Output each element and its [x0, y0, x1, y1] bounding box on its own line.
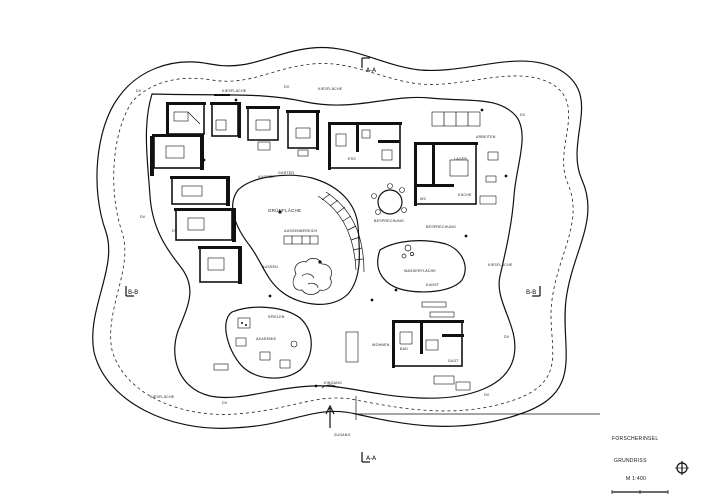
label-arbeiten: ARBEITEN [476, 135, 496, 139]
label-gast: GAST [448, 359, 459, 363]
unit-block-3 [246, 106, 280, 151]
title-project: FORSCHERINSEL [612, 436, 658, 442]
label-kiesflaeche-left: KIESFLÄCHE [150, 395, 175, 399]
svg-text:A-A: A-A [366, 455, 377, 462]
label-kunst: KUNST [426, 283, 440, 287]
island-outline [92, 46, 589, 429]
unit-block-8 [198, 246, 242, 284]
svg-text:B-B: B-B [526, 289, 536, 296]
label-kiesflaeche-top: KIESFLÄCHE [318, 87, 343, 91]
label-kiesflaeche-ne: KIESFLÄCHE [222, 89, 247, 93]
section-mark-bottom: A-A [361, 452, 377, 463]
service-block [328, 122, 402, 170]
label-besprechung: BESPRECHUNG [374, 219, 404, 223]
unit-block-6 [170, 176, 230, 206]
meeting-table [371, 183, 407, 215]
level-mark: DV [284, 85, 290, 89]
section-mark-top: A-A [361, 57, 377, 74]
columns [202, 98, 508, 388]
unit-block-7 [174, 208, 236, 242]
level-mark: DV [504, 335, 510, 339]
label-aussen-2: AUSSEN [258, 175, 274, 179]
label-lager: LAGER [454, 157, 467, 161]
level-mark: DV [484, 393, 490, 397]
label-garten: GARTEN [278, 171, 294, 175]
label-spielen: SPIELEN [268, 315, 285, 319]
play-area [225, 306, 312, 379]
level-mark: DV [520, 113, 526, 117]
section-mark-left: B-B [125, 286, 138, 297]
lower-right-block [345, 320, 471, 391]
unit-block-4 [286, 110, 320, 157]
label-wohnen: WOHNEN [372, 343, 390, 347]
building-inner-outline [145, 93, 523, 399]
svg-text:B-B: B-B [128, 289, 138, 296]
label-aussen: AUSSEN [262, 265, 278, 269]
level-mark: DV [136, 89, 142, 93]
title-block: FORSCHERINSEL GRUNDRISS M 1:400 [611, 436, 689, 494]
label-bad: BAD [400, 347, 408, 351]
level-mark: DV [222, 401, 228, 405]
label-kueche: KÜCHE [458, 193, 472, 197]
level-mark: DV [140, 215, 146, 219]
north-arrow-icon [675, 461, 689, 475]
label-besprechung-2: BESPRECHUNG [426, 225, 456, 229]
tree-icon [292, 258, 332, 295]
section-mark-right: B-B [526, 286, 541, 297]
garden-table [283, 235, 319, 245]
play-objects [235, 317, 298, 369]
stair [317, 191, 365, 273]
level-mark: DV [172, 229, 178, 233]
unit-block-2 [210, 94, 241, 138]
water-area [377, 240, 466, 293]
boundary-dashed-line [110, 63, 574, 415]
label-wc: WC [420, 197, 427, 201]
title-drawing: GRUNDRISS [614, 458, 647, 464]
unit-block-5 [152, 134, 204, 170]
label-ess: ESS [348, 157, 356, 161]
title-scale: M 1:400 [626, 476, 646, 482]
work-block [414, 111, 499, 206]
label-aussenbereich: AUSSENBEREICH [284, 229, 318, 233]
water-plants [401, 244, 455, 318]
unit-block-1 [150, 102, 206, 176]
svg-text:A-A: A-A [366, 67, 377, 74]
entry-arrow-icon [325, 404, 335, 428]
label-kiesflaeche-right: KIESFLÄCHE [488, 263, 513, 267]
label-eingang: EINGANG [324, 381, 342, 385]
label-wasserflaeche: WASSERFLÄCHE [404, 269, 436, 273]
central-garden [232, 174, 361, 305]
label-gruenflaeche: GRÜNFLÄCHE [268, 208, 301, 213]
label-akademie: AKADEMIE [256, 337, 277, 341]
label-zugang: ZUGANG [334, 433, 351, 437]
